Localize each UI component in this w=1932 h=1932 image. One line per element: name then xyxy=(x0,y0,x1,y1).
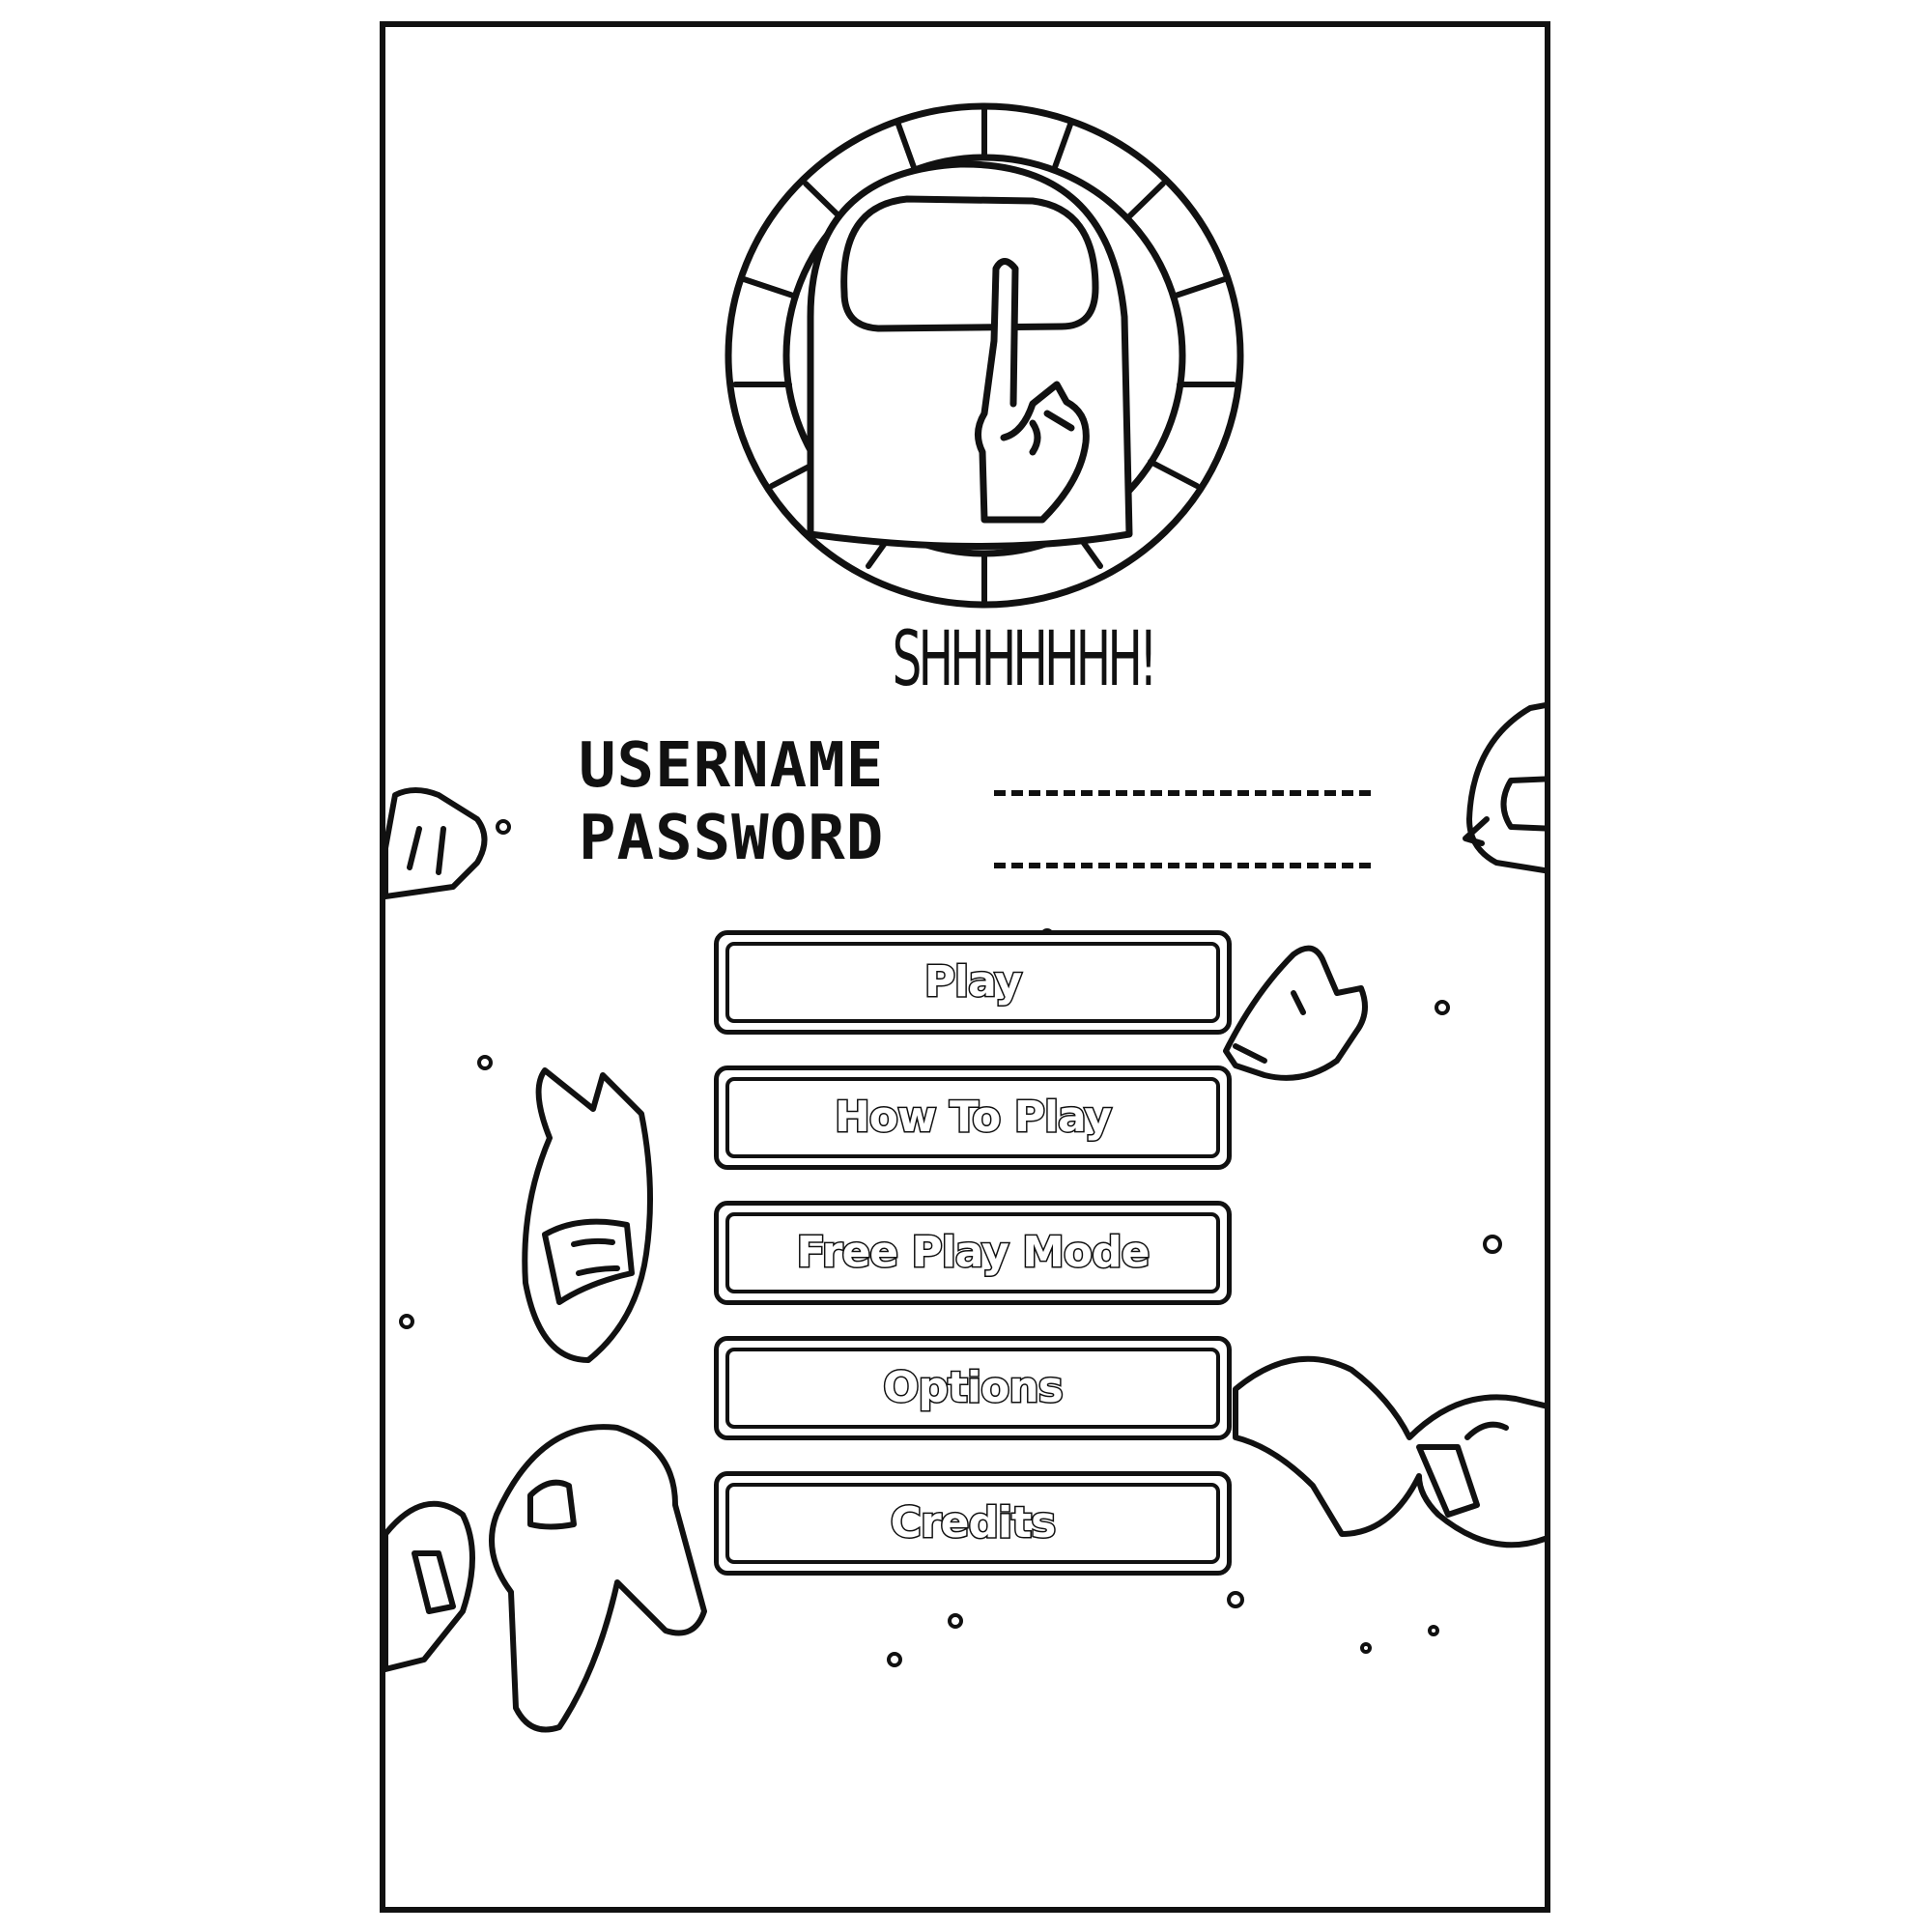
crewmate-falling-left-icon xyxy=(522,1067,653,1363)
options-button-label: Options xyxy=(882,1362,1065,1414)
username-input[interactable] xyxy=(994,742,1371,796)
free-play-mode-button-label: Free Play Mode xyxy=(795,1227,1151,1279)
dots-decoration xyxy=(399,819,1502,1667)
shush-title: SHHHHHHH! xyxy=(892,616,1158,703)
menu-screen: SHHHHHHH! USERNAME PASSWORD Play How To … xyxy=(380,21,1550,1913)
password-input[interactable] xyxy=(994,814,1371,868)
crewmate-hand-right-icon xyxy=(1223,945,1368,1081)
crewmate-shush-icon xyxy=(724,102,1244,609)
crewmate-bottom-right-icon xyxy=(1233,1355,1545,1548)
crewmate-hand-left-icon xyxy=(385,787,488,899)
background-crewmates xyxy=(385,702,1545,1733)
how-to-play-button-label: How To Play xyxy=(833,1092,1113,1144)
crewmate-peek-right-icon xyxy=(1463,702,1545,874)
password-label: PASSWORD xyxy=(579,803,885,874)
crewmate-bottom-left-icon xyxy=(385,1424,707,1733)
options-button[interactable]: Options xyxy=(714,1336,1232,1440)
play-button[interactable]: Play xyxy=(714,930,1232,1035)
how-to-play-button[interactable]: How To Play xyxy=(714,1065,1232,1170)
username-row: USERNAME xyxy=(579,732,1390,800)
password-row: PASSWORD xyxy=(579,805,1390,872)
credits-button-label: Credits xyxy=(889,1497,1058,1549)
credits-button[interactable]: Credits xyxy=(714,1471,1232,1576)
username-label: USERNAME xyxy=(579,730,885,802)
free-play-mode-button[interactable]: Free Play Mode xyxy=(714,1201,1232,1305)
play-button-label: Play xyxy=(923,956,1023,1009)
